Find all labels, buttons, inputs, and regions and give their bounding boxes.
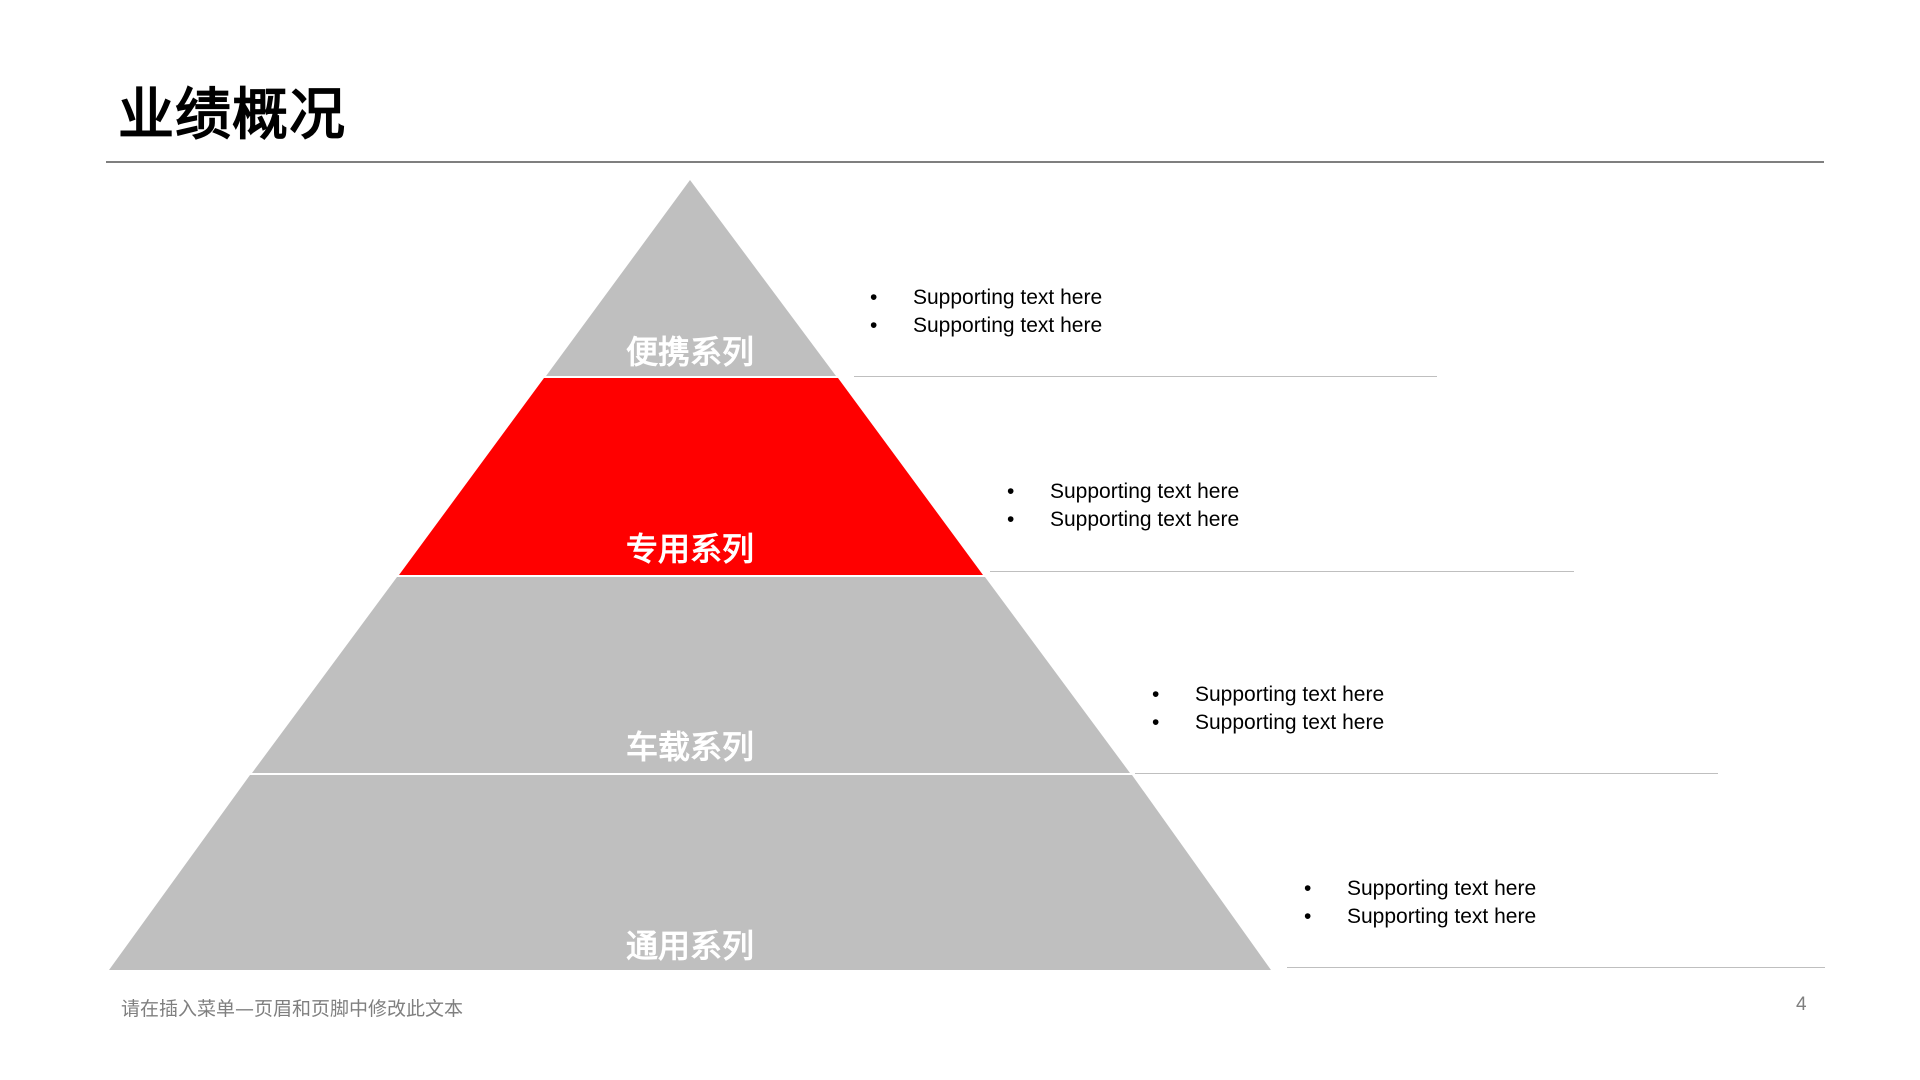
tier-label-dedicated: 专用系列 [625, 530, 754, 568]
page-title: 业绩概况 [118, 83, 346, 148]
bullet-text: Supporting text here [1050, 480, 1240, 503]
tier-label-general: 通用系列 [625, 927, 754, 965]
bullet-text: Supporting text here [1195, 683, 1385, 706]
bullet-item: • Supporting text here [1302, 903, 1536, 931]
bullet-text: Supporting text here [1347, 905, 1537, 928]
tier-1-bullets: • Supporting text here • Supporting text h… [868, 284, 1102, 340]
title-divider [106, 161, 1824, 163]
tier-label-portable: 便携系列 [625, 333, 754, 371]
bullet-dot: • [1007, 480, 1015, 503]
tier-4-bullets: • Supporting text here • Supporting text h… [1302, 875, 1536, 931]
bullet-item: • Supporting text here [1005, 506, 1239, 534]
bullet-item: • Supporting text here [868, 284, 1102, 312]
bullet-text: Supporting text here [1347, 877, 1537, 900]
bullet-dot: • [1152, 711, 1160, 734]
tier-2-separator [990, 571, 1574, 572]
bullet-text: Supporting text here [1050, 508, 1240, 531]
tier-2-bullets: • Supporting text here • Supporting text h… [1005, 478, 1239, 534]
bullet-item: • Supporting text here [1302, 875, 1536, 903]
tier-3-separator [1135, 773, 1718, 774]
bullet-item: • Supporting text here [1005, 478, 1239, 506]
bullet-dot: • [870, 286, 878, 309]
tier-3-bullets: • Supporting text here • Supporting text h… [1150, 681, 1384, 737]
bullet-item: • Supporting text here [868, 312, 1102, 340]
bullet-dot: • [1304, 877, 1312, 900]
page-number: 4 [1796, 994, 1807, 1015]
bullet-item: • Supporting text here [1150, 709, 1384, 737]
bullet-dot: • [1007, 508, 1015, 531]
bullet-dot: • [870, 314, 878, 337]
pyramid-tier-4 [109, 775, 1271, 970]
pyramid-tier-1 [546, 180, 836, 376]
bullet-dot: • [1152, 683, 1160, 706]
tier-4-separator [1287, 967, 1825, 968]
bullet-dot: • [1304, 905, 1312, 928]
bullet-text: Supporting text here [1195, 711, 1385, 734]
bullet-item: • Supporting text here [1150, 681, 1384, 709]
pyramid-tier-3 [252, 577, 1130, 773]
tier-1-separator [854, 376, 1437, 377]
bullet-text: Supporting text here [913, 314, 1103, 337]
bullet-text: Supporting text here [913, 286, 1103, 309]
pyramid-tier-2 [399, 378, 983, 575]
footer-text: 请在插入菜单—页眉和页脚中修改此文本 [121, 998, 464, 1020]
tier-label-vehicle: 车载系列 [625, 728, 754, 766]
